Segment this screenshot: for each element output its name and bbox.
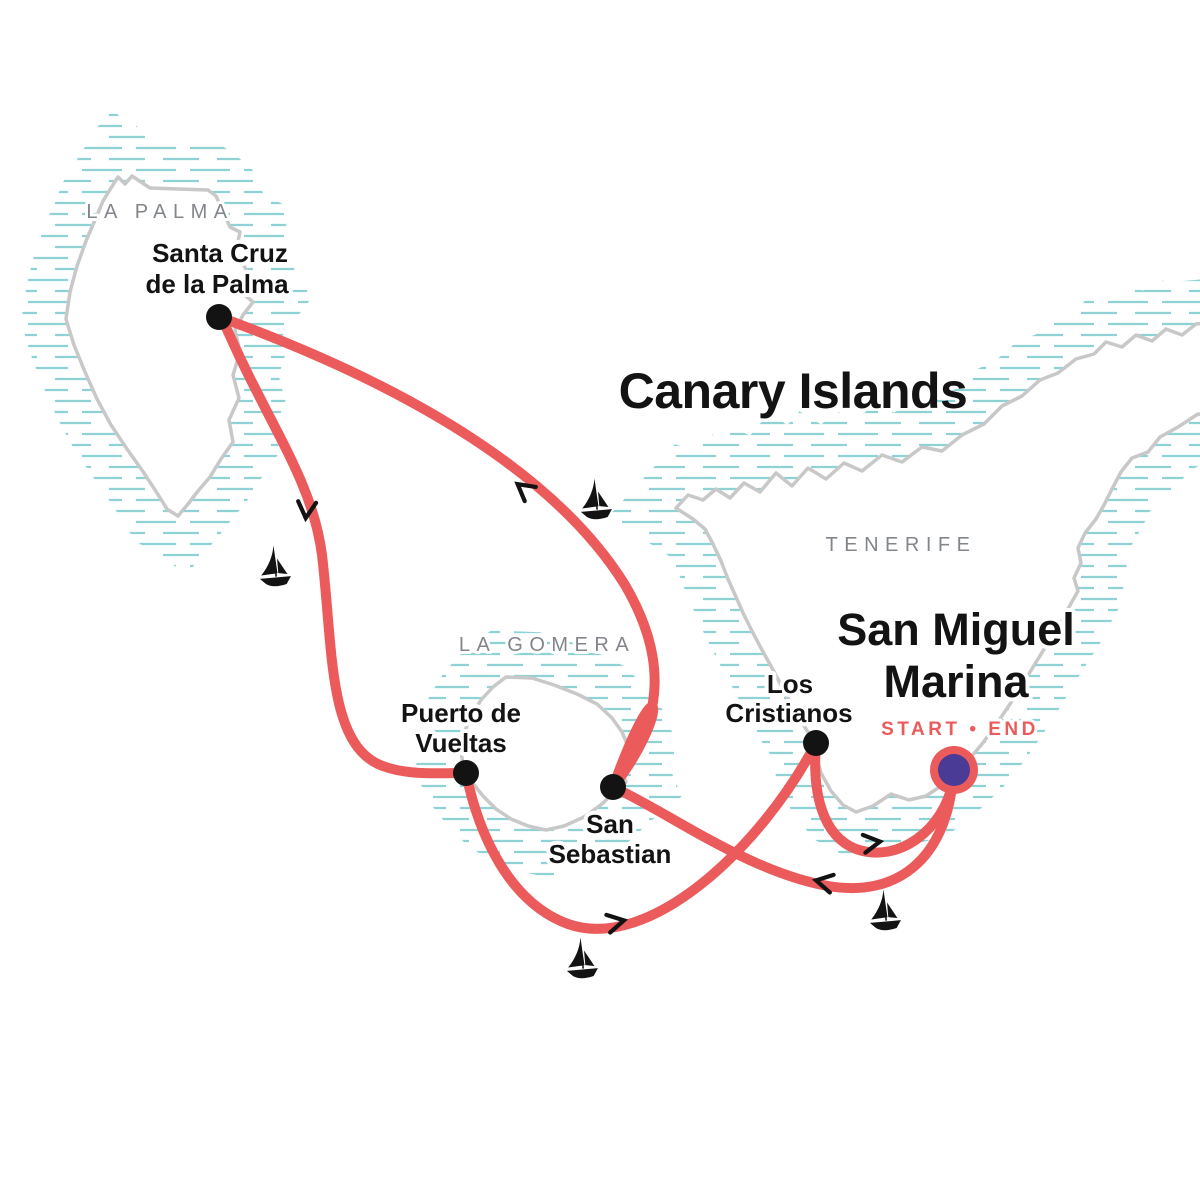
map-title: Canary Islands: [619, 363, 968, 419]
marker-label-line1: San Miguel: [837, 604, 1075, 655]
stop-label-los-cristianos-line1: Los: [767, 669, 813, 699]
stop-label-puerto-de-vueltas-line2: Vueltas: [415, 728, 507, 758]
route-leg-san-sebastian-to-santa-cruz: [217, 313, 660, 792]
island-label-la-palma: LA PALMA: [86, 201, 233, 223]
direction-arrow-icon: [860, 832, 885, 855]
stop-dot-san-sebastian: [600, 774, 626, 800]
island-label-tenerife: TENERIFE: [826, 534, 977, 556]
island-label-la-gomera: LA GOMERA: [459, 634, 635, 656]
direction-arrow-icon: [514, 481, 538, 504]
route-leg-puerto-de-vueltas-to-los-cristianos: [461, 738, 821, 934]
stop-dot-los-cristianos: [803, 730, 829, 756]
direction-arrow-icon: [811, 872, 836, 895]
route-lines: [217, 313, 958, 934]
start-end-badge: START • END: [881, 719, 1039, 740]
stop-label-san-sebastian-line2: Sebastian: [549, 839, 672, 869]
stop-label-puerto-de-vueltas-line1: Puerto de: [401, 698, 521, 728]
direction-arrow-icon: [296, 499, 319, 523]
stop-label-san-sebastian-line1: San: [586, 809, 634, 839]
direction-arrow-icon: [604, 912, 629, 935]
stop-dot-puerto-de-vueltas: [453, 760, 479, 786]
route-leg-santa-cruz-to-puerto-de-vueltas: [217, 313, 471, 779]
route-leg-san-miguel-to-san-sebastian: [608, 773, 958, 894]
stop-dot-santa-cruz: [206, 304, 232, 330]
stop-label-santa-cruz-line2: de la Palma: [145, 269, 289, 299]
island-la-palma: [66, 176, 253, 516]
stop-label-los-cristianos-line2: Cristianos: [725, 698, 852, 728]
start-end-marker-core: [938, 754, 970, 786]
marker-label-line2: Marina: [883, 656, 1029, 707]
direction-arrows: [296, 481, 885, 935]
start-end-marker: [930, 746, 978, 794]
route-leg-los-cristianos-to-san-miguel: [810, 738, 958, 858]
stop-label-santa-cruz-line1: Santa Cruz: [152, 238, 288, 268]
stop-dots: [206, 304, 829, 800]
stop-labels: Santa Cruz de la Palma Puerto de Vueltas…: [141, 234, 856, 873]
